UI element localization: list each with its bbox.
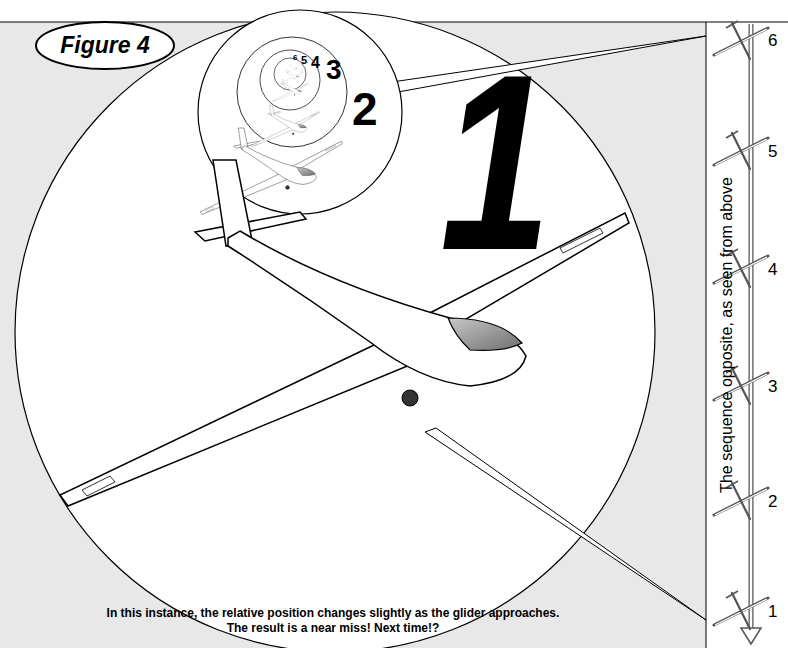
sequence-number: 4 xyxy=(768,261,777,278)
side-note: The sequence opposite, as seen from abov… xyxy=(719,177,735,493)
callout-number: 3 xyxy=(326,56,342,84)
callout-number: 4 xyxy=(311,55,320,71)
sequence-number: 5 xyxy=(768,143,777,160)
big-number: 1 xyxy=(440,38,551,288)
figure-oval: Figure 4 xyxy=(34,20,176,71)
caption-note: In this instance, the relative position … xyxy=(98,606,568,636)
callout-number: 6 xyxy=(293,54,297,62)
sequence-number: 1 xyxy=(768,603,777,620)
sequence-number: 3 xyxy=(768,378,777,395)
sequence-number: 6 xyxy=(768,32,777,49)
oval-shape xyxy=(36,22,174,69)
callout-number: 5 xyxy=(301,55,307,66)
figure-label: Figure 4 xyxy=(60,34,150,57)
sequence-number: 2 xyxy=(768,493,777,510)
callout-number: 2 xyxy=(352,86,378,132)
